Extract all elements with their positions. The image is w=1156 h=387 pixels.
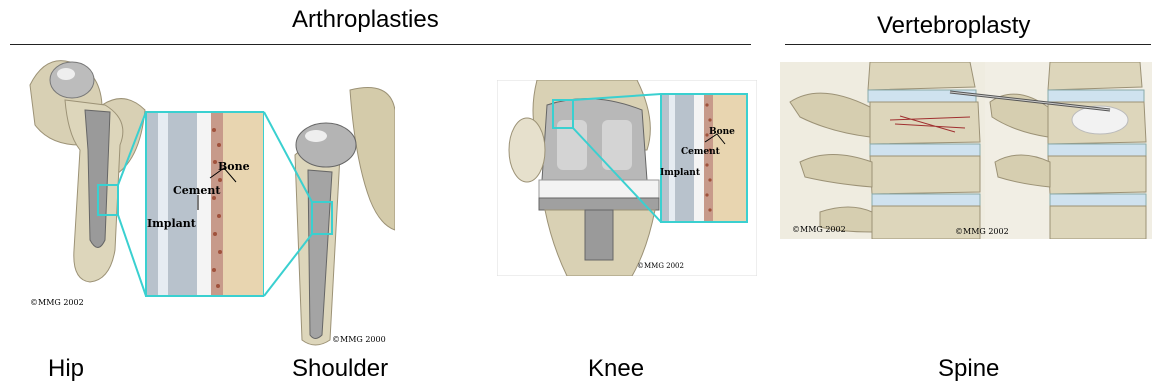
heading-arthroplasties: Arthroplasties [292, 6, 439, 34]
arthroplasties-divider [10, 44, 751, 45]
shoulder-copyright: ©MMG 2000 [332, 335, 386, 344]
caption-spine: Spine [938, 355, 999, 383]
knee-label-cement: Cement [681, 147, 721, 157]
heading-vertebroplasty: Vertebroplasty [877, 12, 1030, 40]
hip-cross-section-inset [146, 112, 264, 296]
knee-label-bone: Bone [709, 127, 735, 137]
hip-shoulder-illustration: Bone Cement Implant ©MMG 2002 ©MMG 2000 [10, 50, 395, 350]
patella-bone [509, 118, 545, 182]
knee-cross-section-inset [661, 94, 747, 222]
hip-ball-head [50, 62, 94, 98]
hip-label-bone: Bone [218, 160, 250, 173]
caption-knee: Knee [588, 355, 644, 383]
spine-copyright-right: ©MMG 2002 [955, 227, 1009, 236]
knee-copyright: ©MMG 2002 [637, 262, 684, 270]
hip-copyright: ©MMG 2002 [30, 298, 84, 307]
caption-shoulder: Shoulder [292, 355, 388, 383]
shoulder-ball-head [296, 123, 356, 167]
tibial-insert [539, 180, 659, 198]
knee-label-implant: Implant [660, 168, 701, 178]
spine-illustration: ©MMG 2002 ©MMG 2002 [780, 62, 1152, 239]
vertebroplasty-divider [785, 44, 1151, 45]
caption-hip: Hip [48, 355, 84, 383]
spine-copyright-left: ©MMG 2002 [792, 225, 846, 234]
hip-label-cement: Cement [173, 184, 221, 197]
spine-right-panel [985, 62, 1152, 239]
knee-illustration: Bone Cement Implant ©MMG 2002 [497, 80, 757, 276]
hip-label-implant: Implant [147, 217, 197, 230]
spine-left-panel [780, 62, 985, 239]
